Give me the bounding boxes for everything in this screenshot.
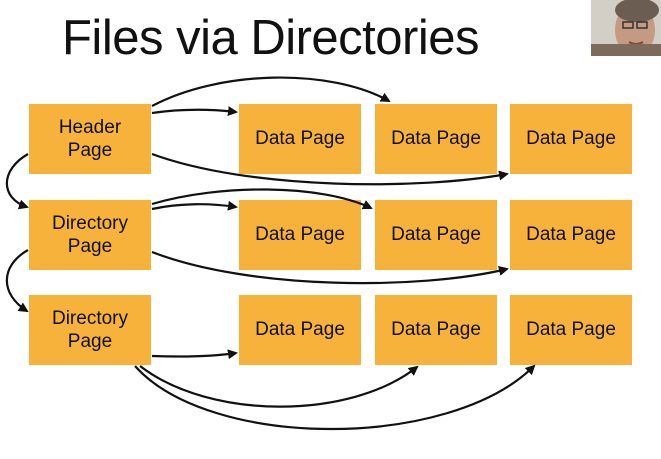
- data-page-label: Data Page: [526, 319, 616, 341]
- data-page-box-r2-c2: Data Page: [375, 200, 497, 270]
- arrow-dir2-to-data-r3c3: [134, 364, 536, 431]
- data-page-label: Data Page: [526, 128, 616, 150]
- data-page-label: Data Page: [526, 224, 616, 246]
- slide-title: Files via Directories: [62, 11, 479, 65]
- directory-page-label: Directory Page: [51, 212, 128, 257]
- data-page-box-r2-c1: Data Page: [239, 200, 361, 270]
- data-page-label: Data Page: [391, 128, 481, 150]
- data-page-label: Data Page: [255, 128, 345, 150]
- data-page-box-r3-c1: Data Page: [239, 295, 361, 365]
- arrow-dir2-to-data-r3c1: [151, 349, 238, 360]
- data-page-box-r1-c2: Data Page: [375, 104, 497, 174]
- directory-page-box-1: Directory Page: [29, 200, 151, 270]
- data-page-label: Data Page: [255, 224, 345, 246]
- header-page-label: Header Page: [58, 116, 122, 161]
- arrow-dir1-to-data-r2c1: [151, 200, 238, 211]
- data-page-box-r1-c1: Data Page: [239, 104, 361, 174]
- presenter-webcam-thumbnail: [591, 0, 661, 56]
- presenter-face-icon: [591, 0, 661, 56]
- data-page-box-r1-c3: Data Page: [510, 104, 632, 174]
- data-page-box-r3-c3: Data Page: [510, 295, 632, 365]
- data-page-box-r2-c3: Data Page: [510, 200, 632, 270]
- directory-page-box-2: Directory Page: [29, 295, 151, 365]
- data-page-label: Data Page: [255, 319, 345, 341]
- data-page-label: Data Page: [391, 319, 481, 341]
- directory-page-label: Directory Page: [51, 307, 128, 352]
- header-page-box: Header Page: [29, 104, 151, 174]
- arrow-header-to-directory-1: [5, 153, 29, 210]
- data-page-label: Data Page: [391, 224, 481, 246]
- arrow-header-to-data-r1c2: [151, 76, 391, 107]
- arrow-header-to-data-r1c1: [151, 106, 238, 117]
- arrow-dir2-to-data-r3c2: [139, 365, 419, 408]
- data-page-box-r3-c2: Data Page: [375, 295, 497, 365]
- arrow-directory-1-to-directory-2: [5, 249, 29, 313]
